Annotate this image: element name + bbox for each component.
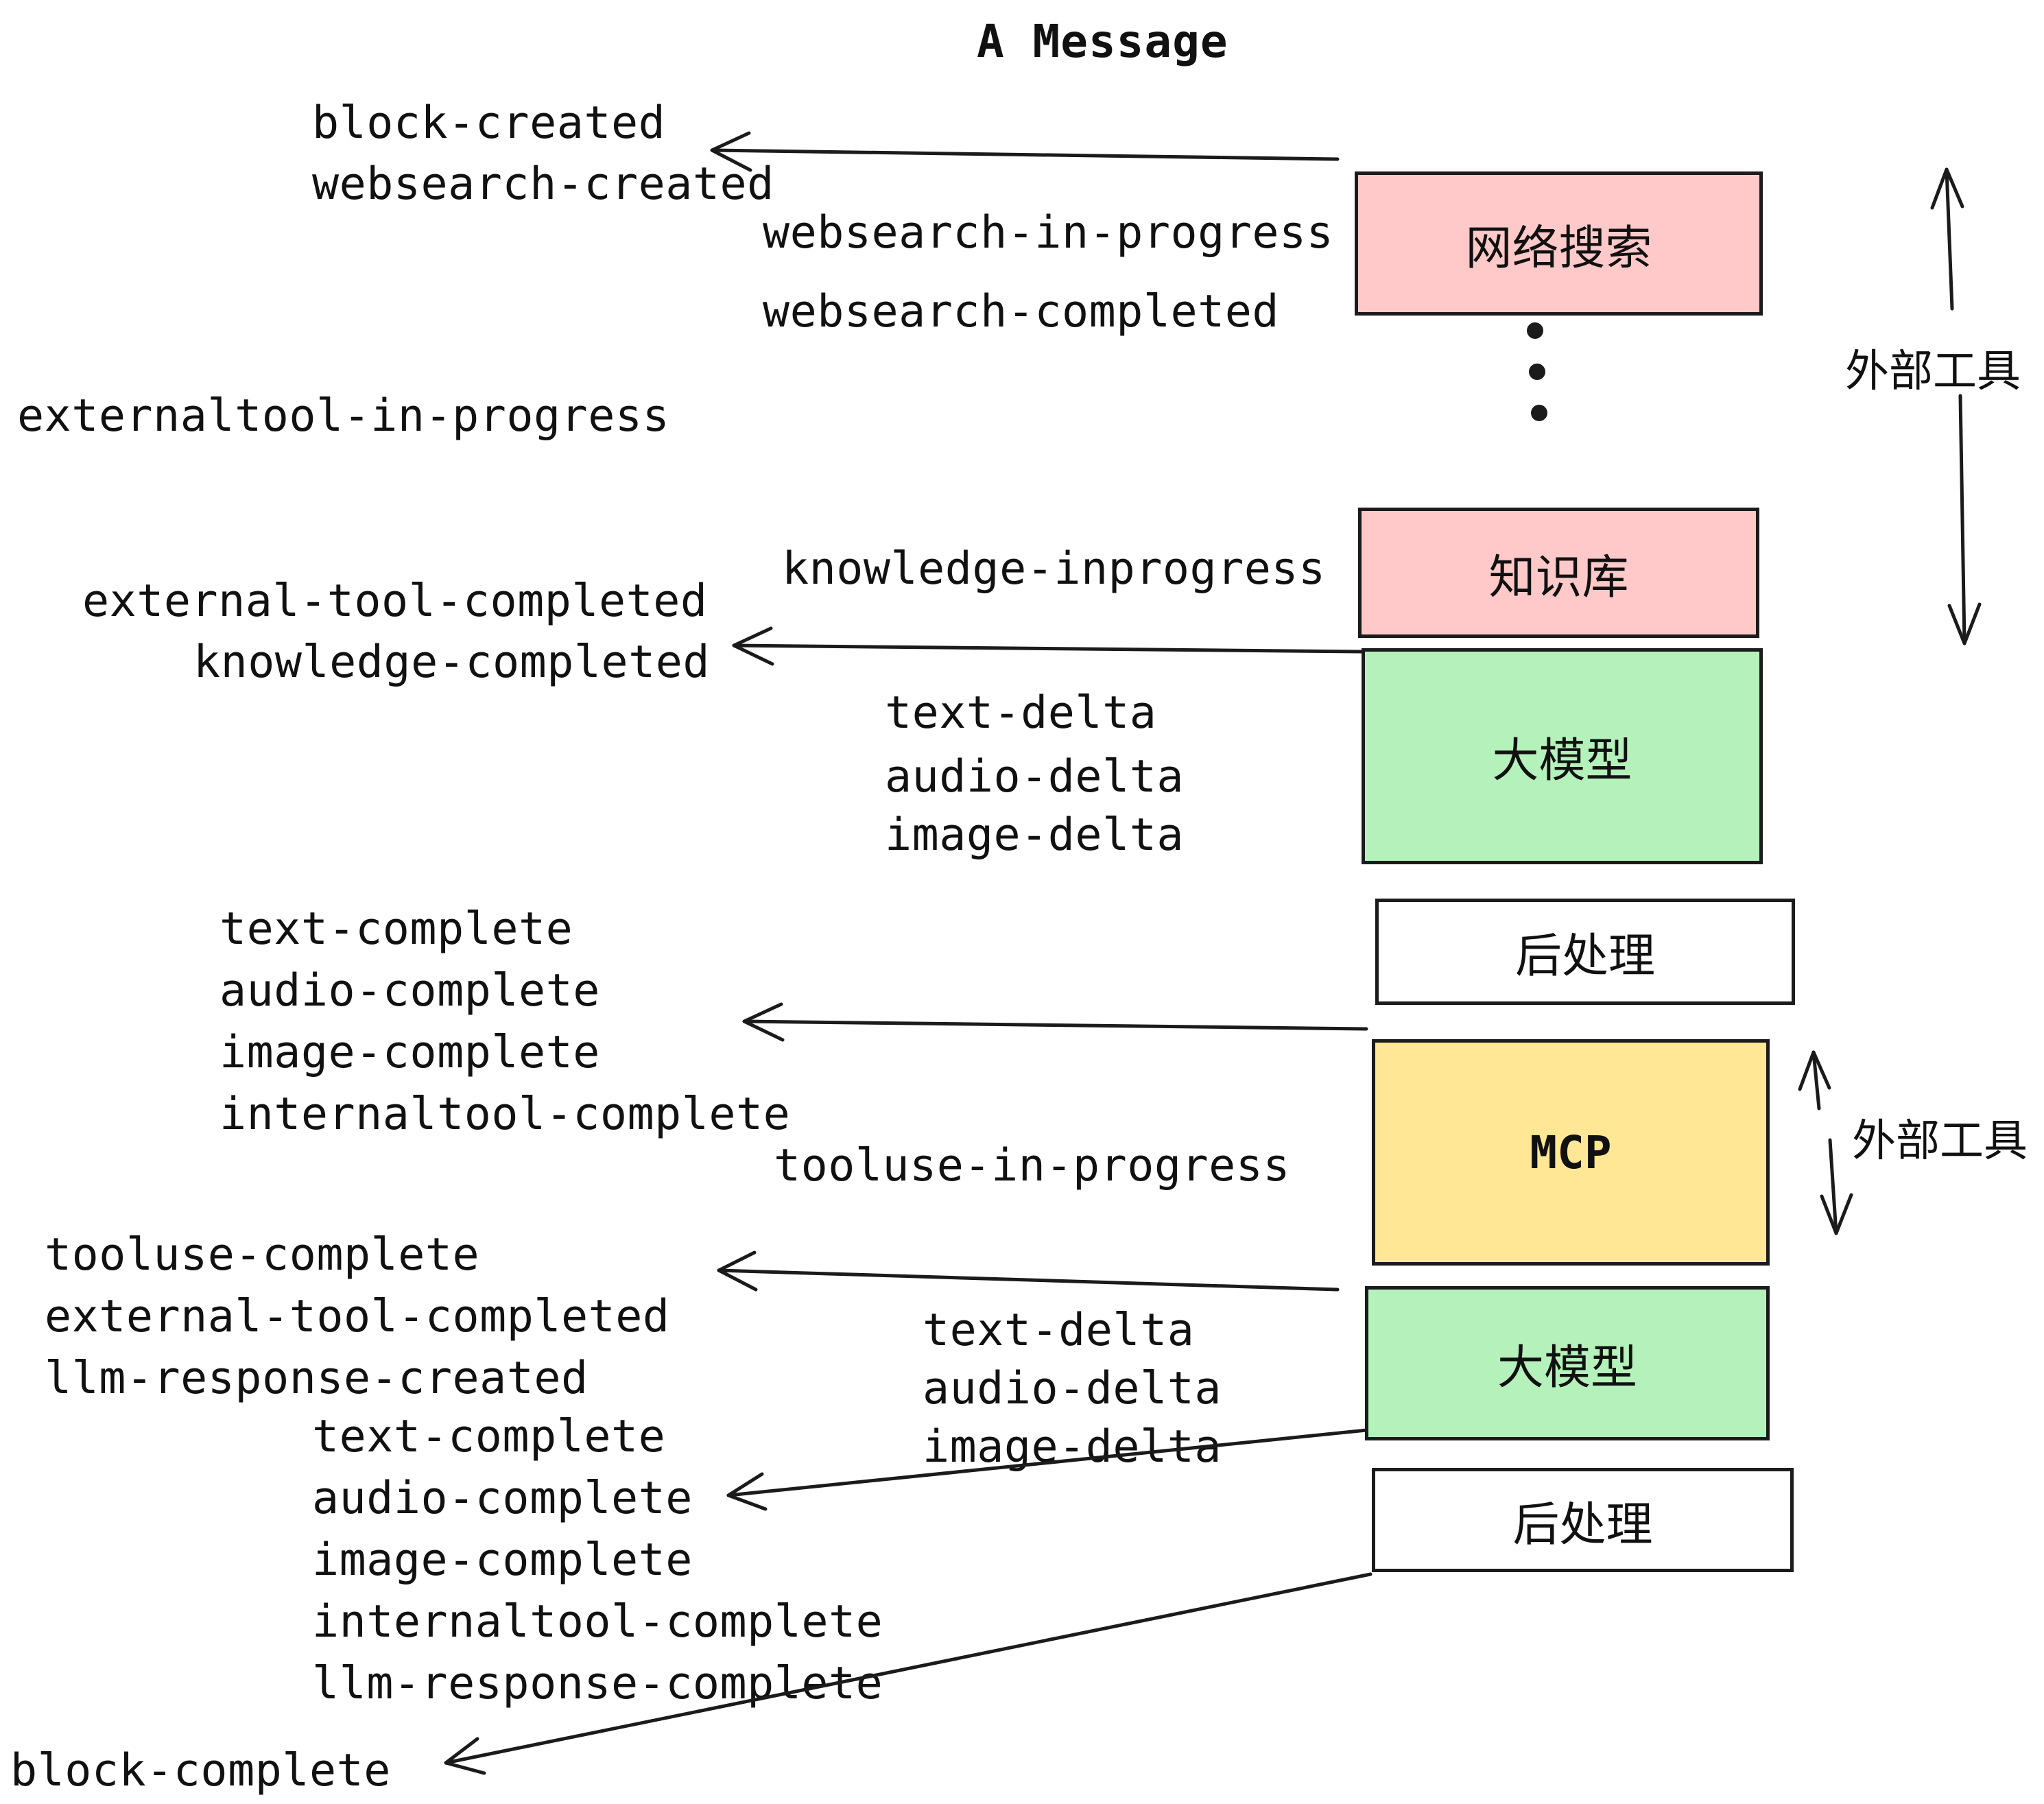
arrow-to-knowledge-completed-icon [732,626,1364,666]
event-audio-complete-1: audio-complete [219,965,600,1017]
event-websearch-completed: websearch-completed [763,286,1280,337]
event-text-complete-2: text-complete [312,1411,666,1462]
node-knowledge-base: 知识库 [1358,508,1759,638]
node-websearch-label: 网络搜索 [1465,222,1652,274]
event-websearch-in-progress: websearch-in-progress [763,207,1334,259]
node-mcp-label: MCP [1530,1126,1612,1179]
event-llm-response-complete: llm-response-complete [312,1658,883,1709]
event-image-delta-2: image-delta [923,1421,1222,1473]
event-audio-delta-1: audio-delta [885,751,1184,803]
event-audio-complete-2: audio-complete [312,1473,693,1524]
event-tooluse-in-progress: tooluse-in-progress [774,1140,1291,1191]
arrow-to-block-complete-icon [444,1572,1372,1775]
external-tools-up-arrow-1-icon [1930,167,1964,311]
event-text-delta-1: text-delta [885,687,1157,739]
node-postprocess-2: 后处理 [1372,1468,1794,1572]
event-text-complete-1: text-complete [219,903,573,955]
side-label-external-tools-1: 外部工具 [1845,346,2021,396]
event-externaltool-in-progress: externaltool-in-progress [17,390,670,442]
event-image-complete-2: image-complete [312,1534,693,1586]
node-websearch: 网络搜索 [1355,171,1763,316]
side-label-external-tools-2: 外部工具 [1852,1116,2028,1165]
event-websearch-created: websearch-created [312,158,774,210]
event-tooluse-complete: tooluse-complete [45,1229,480,1281]
event-knowledge-inprogress: knowledge-inprogress [782,543,1326,595]
event-external-tool-completed-2: external-tool-completed [45,1291,670,1342]
event-internaltool-complete-1: internaltool-complete [219,1089,791,1140]
node-llm-2: 大模型 [1365,1286,1770,1440]
external-tools-down-arrow-2-icon [1820,1138,1853,1235]
event-block-created: block-created [312,97,666,149]
node-postprocess-1: 后处理 [1375,899,1795,1005]
event-block-complete: block-complete [10,1745,391,1796]
external-tools-down-arrow-1-icon [1947,394,1982,645]
arrow-to-websearch-created-icon [710,131,1340,172]
event-image-delta-1: image-delta [885,809,1184,861]
external-tools-up-arrow-2-icon [1798,1050,1831,1111]
node-llm-1: 大模型 [1362,648,1763,864]
event-llm-response-created: llm-response-created [45,1353,589,1404]
event-text-delta-2: text-delta [923,1305,1195,1356]
node-knowledge-base-label: 知识库 [1488,551,1629,604]
node-llm-1-label: 大模型 [1492,735,1632,787]
event-audio-delta-2: audio-delta [923,1363,1222,1414]
diagram-title: A Message [977,15,1228,68]
event-internaltool-complete-2: internaltool-complete [312,1596,883,1648]
node-postprocess-1-label: 后处理 [1514,930,1655,982]
node-postprocess-2-label: 后处理 [1512,1498,1653,1551]
arrow-to-audio-complete-icon [726,1428,1368,1511]
node-llm-2-label: 大模型 [1497,1342,1637,1394]
arrow-to-tooluse-complete-icon [717,1250,1340,1292]
event-external-tool-completed-1: external-tool-completed [82,575,708,627]
node-mcp: MCP [1372,1039,1770,1266]
event-knowledge-completed: knowledge-completed [193,637,711,688]
event-image-complete-1: image-complete [219,1027,600,1078]
arrow-to-image-complete-icon [742,1002,1368,1042]
ellipsis-icon [1527,322,1547,421]
